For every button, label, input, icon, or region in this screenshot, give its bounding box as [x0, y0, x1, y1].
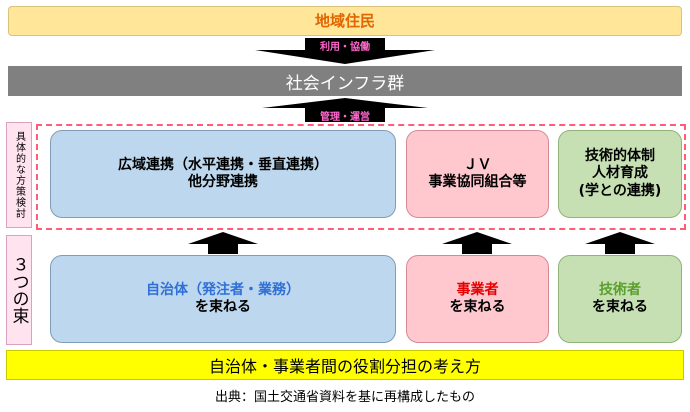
arrow-up-municipality	[188, 232, 258, 254]
wide-area-box: 広域連携（水平連携・垂直連携） 他分野連携	[50, 130, 396, 218]
source-caption: 出典：国土交通省資料を基に再構成したもの	[214, 389, 475, 405]
use-collab-label: 利用・協働	[305, 38, 385, 53]
residents-bar: 地域住民	[8, 6, 682, 36]
manage-operate-label: 管理・運営	[305, 108, 385, 123]
infra-bar: 社会インフラ群	[8, 66, 682, 96]
arrow-down-use	[255, 50, 435, 64]
municipality-bundle-box: 自治体（発注者・業務） を束ねる	[50, 255, 396, 343]
engineer-bundle-box: 技術者 を束ねる	[558, 255, 682, 343]
role-sharing-bar: 自治体・事業者間の役割分担の考え方	[6, 350, 684, 380]
business-bundle-box: 事業者 を束ねる	[406, 255, 549, 343]
side-measures-label: 具体的な方策検討	[6, 122, 32, 228]
arrow-up-engineer	[585, 232, 655, 254]
measures-dashed-frame	[36, 124, 686, 230]
jv-box: ＪＶ 事業協同組合等	[406, 130, 549, 218]
residents-label: 地域住民	[314, 11, 375, 30]
infra-label: 社会インフラ群	[285, 73, 405, 94]
side-bundles-label: ３つの束	[6, 235, 32, 345]
tech-box: 技術的体制 人材育成 (学との連携)	[558, 130, 682, 218]
arrow-up-business	[442, 232, 512, 254]
